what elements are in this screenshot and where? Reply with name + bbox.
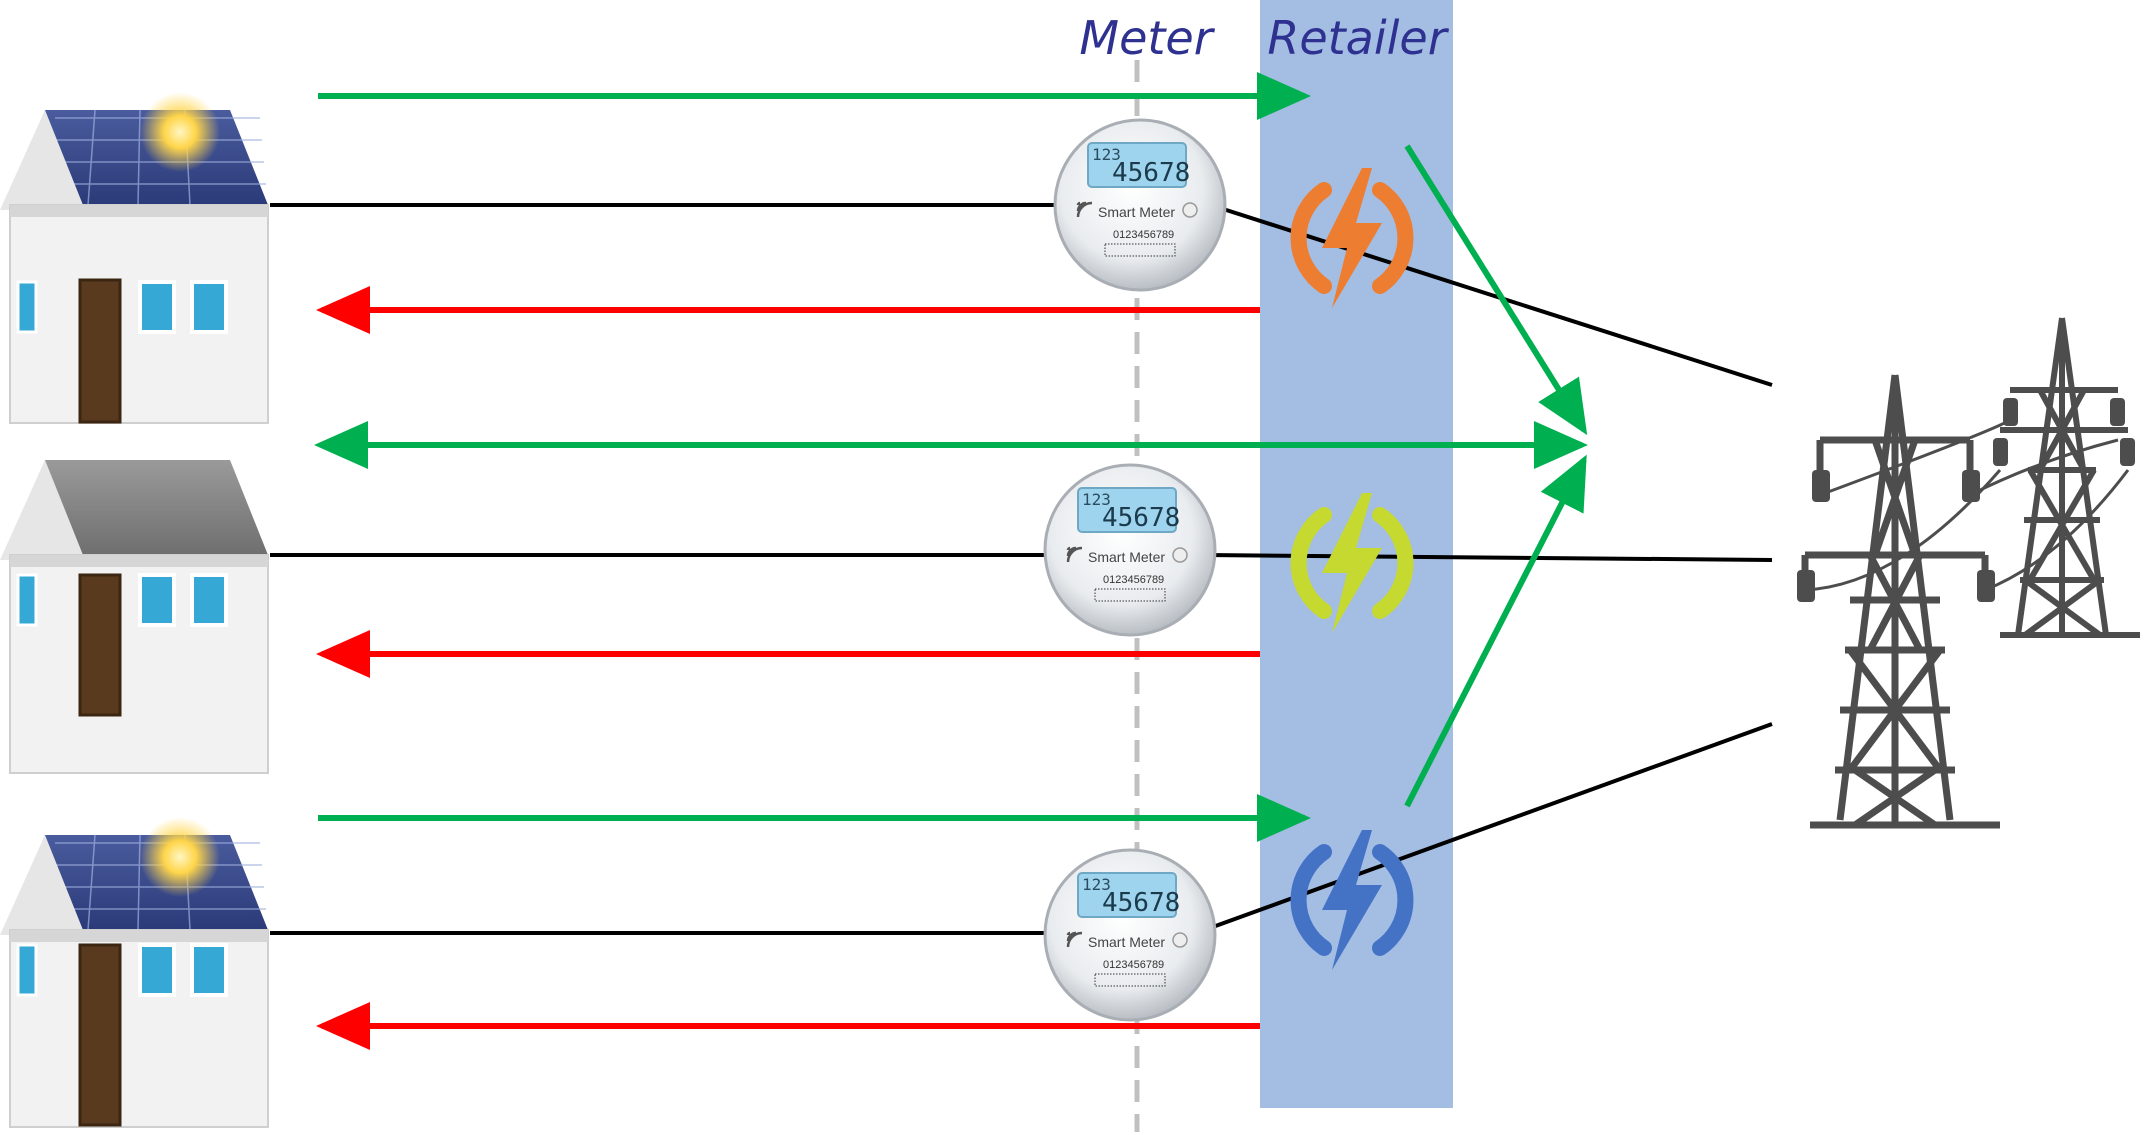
house-window [16, 280, 38, 334]
insulator-icon [1797, 398, 2135, 602]
smart-meter: 123 45678 Smart Meter 0123456789 [1043, 463, 1217, 637]
meter-main-digits: 45678 [1102, 503, 1180, 533]
meter-brand: Smart Meter [1098, 204, 1175, 220]
retailer-label: Retailer [1267, 11, 1449, 65]
wireless-signal-icon [1076, 201, 1093, 218]
retailer-lightning-power-icon [1290, 168, 1414, 308]
meter-serial: 0123456789 [1113, 229, 1174, 241]
house-window [138, 280, 176, 334]
meter-top-digits: 123 [1092, 145, 1121, 164]
barcode-icon [1104, 243, 1176, 257]
house-solar [0, 817, 269, 1128]
meter-brand: Smart Meter [1088, 934, 1165, 950]
house-window [16, 943, 38, 997]
house-standard [0, 460, 269, 774]
transmission-tower-icon [1801, 317, 2140, 829]
barcode-icon [1094, 973, 1166, 987]
wireless-signal-icon [1066, 546, 1083, 563]
retailer-lightning-power-icon [1290, 830, 1414, 970]
meter-brand: Smart Meter [1088, 549, 1165, 565]
meter-top-digits: 123 [1082, 490, 1111, 509]
house-door [78, 573, 122, 717]
export-diagonal-retailer1 [1404, 144, 1588, 436]
meter-serial: 0123456789 [1103, 574, 1164, 586]
house-window [16, 573, 38, 627]
barcode-icon [1094, 588, 1166, 602]
house-window [138, 943, 176, 997]
house-window [190, 573, 228, 627]
meter-top-digits: 123 [1082, 875, 1111, 894]
smart-meter: 123 45678 Smart Meter 0123456789 [1043, 848, 1217, 1022]
meter-label: Meter [1079, 11, 1215, 65]
house-window [190, 943, 228, 997]
house-window [138, 573, 176, 627]
house-solar [0, 92, 269, 424]
sun-glare-icon [140, 817, 220, 897]
house-door [78, 943, 122, 1127]
retailer-lightning-power-icon [1290, 493, 1414, 633]
wire-meter1-grid [1219, 206, 1773, 387]
meter-main-digits: 45678 [1102, 888, 1180, 918]
meter-serial: 0123456789 [1103, 959, 1164, 971]
house-window [190, 280, 228, 334]
wireless-signal-icon [1066, 931, 1083, 948]
smart-meter: 123 45678 Smart Meter 0123456789 [1053, 118, 1227, 292]
export-diagonal-retailer3 [1404, 454, 1587, 808]
sun-glare-icon [140, 92, 220, 172]
house-door [78, 278, 122, 424]
meter-main-digits: 45678 [1112, 158, 1190, 188]
